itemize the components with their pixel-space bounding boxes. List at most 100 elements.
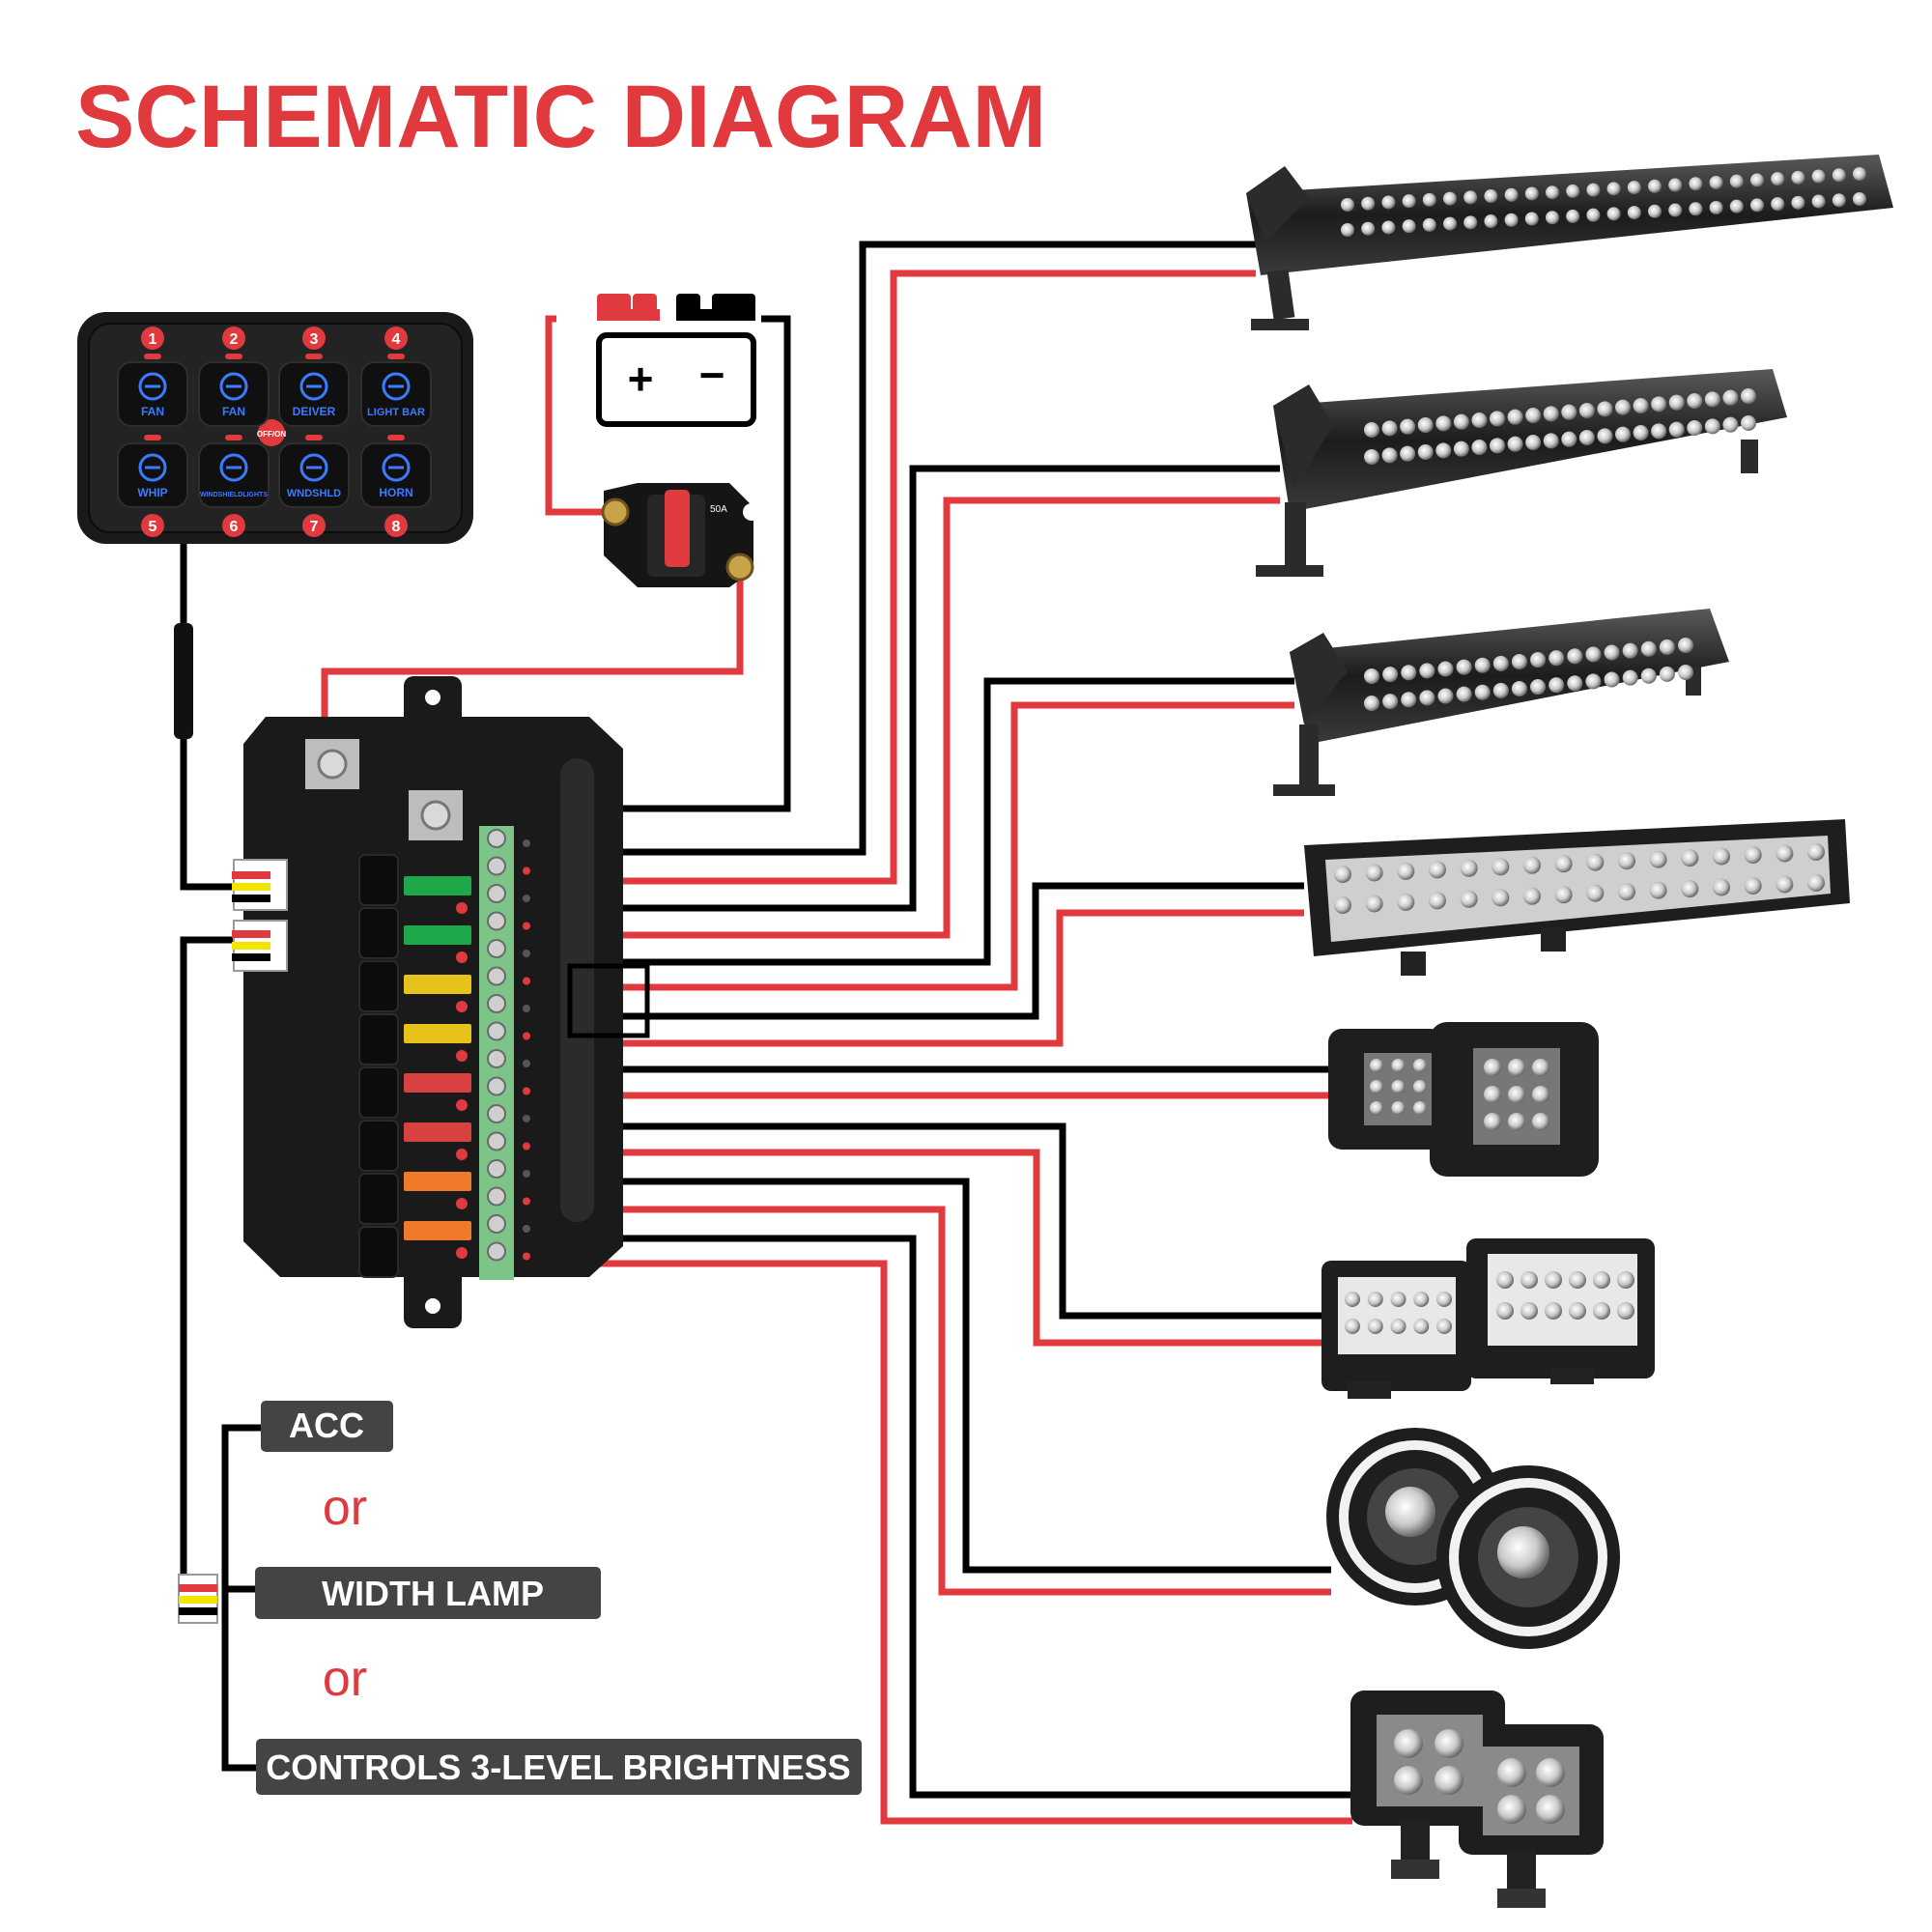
wire-out-3-red bbox=[512, 701, 1294, 991]
led-emitter bbox=[1832, 168, 1846, 183]
led-emitter bbox=[1417, 444, 1434, 460]
led-emitter bbox=[1429, 861, 1446, 879]
light-bar-icon bbox=[382, 372, 411, 401]
led-emitter bbox=[1484, 1113, 1501, 1130]
led-emitter bbox=[1561, 431, 1577, 447]
led-emitter bbox=[1659, 639, 1675, 655]
led-emitter bbox=[1381, 420, 1398, 437]
led-emitter bbox=[1520, 1271, 1538, 1289]
led-emitter bbox=[1460, 859, 1478, 877]
relay bbox=[358, 907, 399, 959]
wire-control-cable bbox=[180, 936, 234, 1615]
fuse[interactable] bbox=[404, 975, 471, 994]
led-emitter bbox=[1456, 686, 1472, 702]
windshield-defrost-icon bbox=[299, 453, 328, 482]
led-emitter bbox=[1365, 864, 1383, 882]
led-emitter bbox=[1729, 174, 1744, 188]
fuse[interactable] bbox=[404, 1221, 471, 1240]
switch-indicator-led bbox=[305, 354, 323, 359]
power-button[interactable] bbox=[258, 419, 285, 446]
led-emitter bbox=[1791, 195, 1805, 210]
switch-number: 1 bbox=[149, 331, 157, 348]
wire-breaker-to-box bbox=[321, 570, 744, 758]
led-emitter bbox=[1807, 874, 1825, 892]
led-emitter bbox=[1617, 1302, 1634, 1320]
led-emitter bbox=[1648, 204, 1662, 218]
control-option-connector bbox=[178, 1574, 218, 1624]
led-emitter bbox=[1615, 399, 1631, 415]
led-emitter bbox=[1668, 421, 1685, 438]
inline-connector bbox=[174, 623, 193, 739]
led-emitter bbox=[1400, 445, 1416, 462]
fuse[interactable] bbox=[404, 1122, 471, 1142]
engine-fan-icon bbox=[138, 372, 167, 401]
led-emitter bbox=[1604, 671, 1620, 688]
fuse[interactable] bbox=[404, 1073, 471, 1093]
wire-out-2-red bbox=[512, 497, 1280, 939]
terminal-screw bbox=[487, 856, 506, 876]
switch-number: 2 bbox=[230, 331, 239, 348]
led-emitter bbox=[1391, 1101, 1406, 1115]
led-emitter bbox=[1474, 684, 1491, 700]
power-button-label: OFF/ON bbox=[257, 430, 286, 439]
fuse[interactable] bbox=[404, 1172, 471, 1191]
fuse[interactable] bbox=[404, 925, 471, 945]
led-emitter bbox=[1668, 178, 1683, 192]
terminal-screw bbox=[487, 884, 506, 903]
led-emitter bbox=[1567, 675, 1583, 692]
led-emitter bbox=[1367, 1319, 1383, 1334]
led-emitter bbox=[1585, 673, 1602, 690]
led-emitter bbox=[1504, 213, 1519, 227]
led-emitter bbox=[1597, 401, 1613, 417]
led-emitter bbox=[1382, 694, 1399, 710]
flush-mount-cube-lights bbox=[1328, 1022, 1599, 1177]
led-emitter bbox=[1709, 175, 1723, 189]
fuse[interactable] bbox=[404, 876, 471, 895]
led-emitter bbox=[1689, 177, 1703, 191]
fuse-indicator-led bbox=[456, 1001, 468, 1012]
led-emitter bbox=[1811, 194, 1826, 209]
led-emitter bbox=[1811, 169, 1826, 184]
wire-out-4-red bbox=[512, 909, 1304, 1047]
terminal-led bbox=[523, 1170, 530, 1178]
switch-number-badge bbox=[302, 327, 326, 350]
led-emitter bbox=[1364, 668, 1379, 684]
relay bbox=[358, 1066, 399, 1119]
or-text-1: or bbox=[323, 1480, 367, 1536]
led-emitter bbox=[1484, 214, 1498, 229]
side-shooter-pod-lights bbox=[1321, 1238, 1655, 1399]
led-emitter bbox=[1744, 877, 1762, 895]
switch-indicator-led bbox=[305, 435, 323, 440]
short-dual-row-light-bar bbox=[1304, 819, 1850, 976]
switch-number-badge bbox=[222, 514, 245, 537]
led-emitter bbox=[1532, 1059, 1549, 1076]
terminal-led bbox=[523, 1087, 530, 1095]
wire-out-4-black bbox=[512, 882, 1304, 1020]
fuse[interactable] bbox=[404, 1024, 471, 1043]
breaker-reset-lever[interactable] bbox=[665, 490, 690, 567]
led-emitter bbox=[1381, 447, 1398, 464]
led-emitter bbox=[1567, 648, 1583, 665]
switch-number: 4 bbox=[392, 331, 401, 348]
led-emitter bbox=[1776, 875, 1794, 894]
led-emitter bbox=[1419, 690, 1435, 706]
terminal-screw bbox=[487, 1131, 506, 1151]
led-emitter bbox=[1530, 652, 1547, 668]
led-emitter bbox=[1597, 428, 1613, 444]
switch-indicator-led bbox=[387, 435, 405, 440]
led-emitter bbox=[1381, 195, 1396, 210]
led-emitter bbox=[1566, 209, 1580, 223]
switch-number-badge bbox=[384, 327, 408, 350]
led-emitter bbox=[1474, 657, 1491, 673]
led-emitter bbox=[1345, 1292, 1360, 1307]
led-emitter bbox=[1413, 1292, 1430, 1307]
wire-out-7-black bbox=[512, 1178, 1331, 1574]
